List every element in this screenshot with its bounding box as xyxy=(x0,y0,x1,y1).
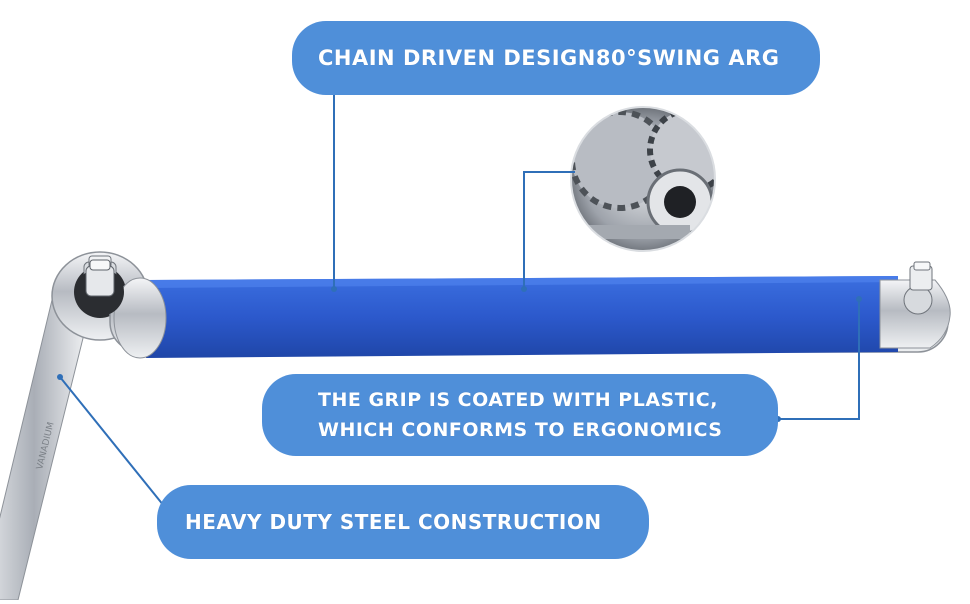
leader-dot-top-end xyxy=(331,286,337,292)
callout-steel-construction: HEAVY DUTY STEEL CONSTRUCTION xyxy=(157,485,649,559)
leader-dot-grip-end xyxy=(775,416,781,422)
gear-detail-inset xyxy=(570,106,716,252)
leader-line-gear-horizontal xyxy=(523,171,575,173)
callout-plastic-grip: THE GRIP IS COATED WITH PLASTIC, WHICH C… xyxy=(262,374,778,456)
callout-steel-construction-text: HEAVY DUTY STEEL CONSTRUCTION xyxy=(185,510,602,534)
callout-chain-design-text: CHAIN DRIVEN DESIGN80°SWING ARG xyxy=(318,46,780,70)
left-drive-head xyxy=(76,259,167,359)
right-drive-head xyxy=(879,261,951,349)
leader-line-gear-vertical xyxy=(523,171,525,288)
leader-line-top xyxy=(333,88,335,288)
callout-chain-design: CHAIN DRIVEN DESIGN80°SWING ARG xyxy=(292,21,820,95)
leader-line-grip-horizontal xyxy=(778,418,860,420)
leader-dot-grip-start xyxy=(856,296,862,302)
leader-line-grip-vertical xyxy=(858,298,860,420)
callout-plastic-grip-line2: WHICH CONFORMS TO ERGONOMICS xyxy=(318,419,723,441)
leader-dot-gear xyxy=(521,286,527,292)
callout-plastic-grip-line1: THE GRIP IS COATED WITH PLASTIC, xyxy=(318,389,718,411)
